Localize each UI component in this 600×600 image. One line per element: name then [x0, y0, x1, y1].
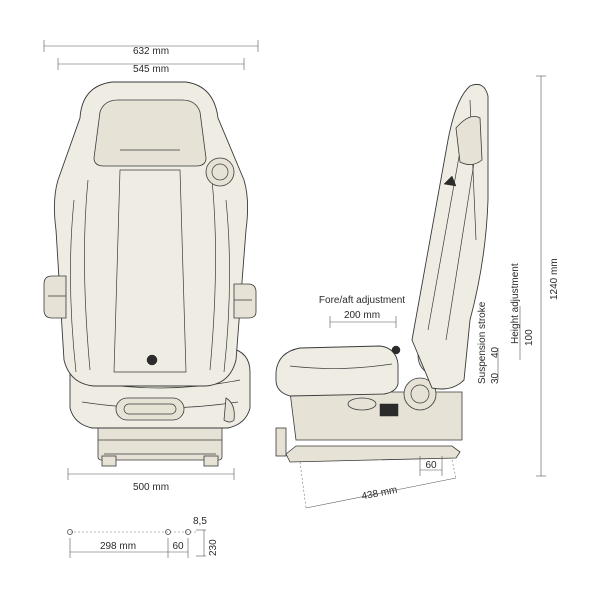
side-rail-handle — [275, 427, 287, 457]
front-headrest — [93, 99, 207, 167]
rail-length-label: 438 mm — [361, 485, 399, 503]
suspension-stroke-label: Suspension stroke — [477, 301, 488, 384]
overall-height-label: 1240 mm — [549, 258, 560, 300]
fore-aft-value: 200 mm — [344, 310, 380, 321]
side-knob — [403, 377, 437, 411]
side-control-panel — [379, 403, 399, 417]
mount-spacing-label: 298 mm — [100, 541, 136, 552]
mount-offset-label: 60 — [172, 541, 184, 552]
overall-width-label: 632 mm — [133, 46, 169, 57]
suspension-value-b: 40 — [490, 346, 501, 358]
side-slide-rail — [285, 445, 461, 463]
mount-hole-1 — [67, 529, 73, 535]
front-cushion-handle — [115, 397, 185, 421]
front-base-mechanism — [97, 423, 223, 461]
front-armrest-right — [233, 283, 257, 319]
front-foot-right — [203, 455, 219, 467]
side-logo-mark — [391, 345, 401, 355]
height-adjustment-label: Height adjustment — [510, 263, 521, 344]
side-cup — [347, 397, 377, 411]
mounting-pattern: 298 mm 60 8,5 230 — [67, 516, 219, 558]
side-belt-lever — [443, 175, 457, 187]
base-width-label: 500 mm — [133, 482, 169, 493]
side-view-seat — [275, 83, 489, 463]
front-side-lever — [223, 397, 235, 423]
mount-height-label: 230 — [208, 539, 219, 556]
back-width-label: 545 mm — [133, 64, 169, 75]
front-belt-guide — [205, 157, 235, 187]
front-foot-left — [101, 455, 117, 467]
side-seat-cushion — [275, 345, 399, 397]
front-view-seat — [43, 81, 257, 467]
suspension-value-a: 30 — [490, 372, 501, 384]
mount-hole-2 — [165, 529, 171, 535]
fore-aft-label: Fore/aft adjustment — [319, 295, 405, 306]
side-mechanism — [289, 391, 463, 441]
mount-hole-3 — [185, 529, 191, 535]
front-dimensions: 632 mm 545 mm 500 mm — [43, 40, 259, 493]
rail-offset-label: 60 — [425, 460, 437, 471]
front-armrest-left — [43, 275, 67, 319]
height-adjustment-value: 100 — [524, 329, 535, 346]
front-logo-mark — [146, 354, 158, 366]
side-headrest-cushion — [455, 115, 483, 165]
mount-small-label: 8,5 — [193, 516, 207, 527]
